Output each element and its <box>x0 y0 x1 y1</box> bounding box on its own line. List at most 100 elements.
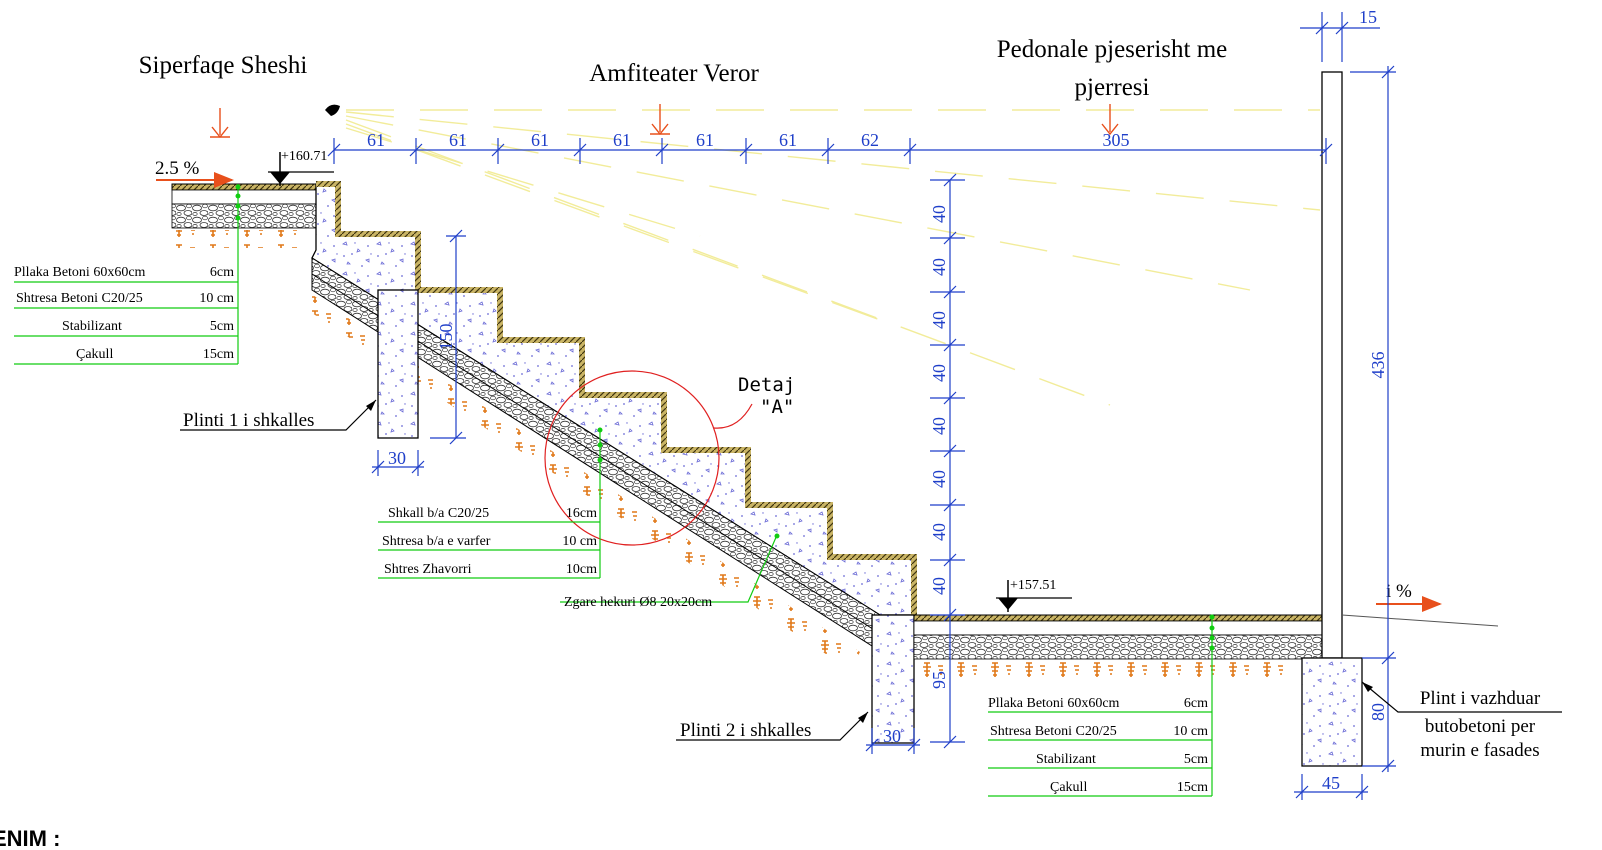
layer-top-value-2: 10 cm <box>199 291 234 306</box>
riser-label-4: 40 <box>929 364 949 382</box>
top-dimension-tick <box>1319 143 1333 157</box>
callout-wall-foundation: Plint i vazhduar butobetoni per murin e … <box>1361 681 1562 761</box>
wall-thickness-label: 15 <box>1359 7 1377 27</box>
riser-dimension-tick <box>943 444 957 458</box>
plinth-1 <box>377 289 419 439</box>
wall-thickness-tick <box>1315 21 1329 35</box>
dimension-lines <box>327 12 1396 800</box>
top-dimension-tick <box>739 143 753 157</box>
slope-right-label: i % <box>1386 581 1412 602</box>
width-label-5: 61 <box>696 130 714 150</box>
layer-bottom-value-1: 6cm <box>1184 696 1208 711</box>
wall-thickness-tick <box>1335 21 1349 35</box>
title-pedonale-line1: Pedonale pjeserisht me <box>997 36 1228 63</box>
wall-foundation-label-3: murin e fasades <box>1420 740 1539 761</box>
title-pedonale-line2: pjerresi <box>1075 74 1150 101</box>
layer-top-name-3: Stabilizant <box>62 319 122 334</box>
stair-slab <box>300 181 917 670</box>
slope-top-left: 2.5 % <box>155 158 234 188</box>
foundation-height-label: 80 <box>1368 703 1388 721</box>
width-label-3: 61 <box>531 130 549 150</box>
top-width-labels: 61 61 61 61 61 61 62 305 <box>367 130 1130 150</box>
width-label-7: 62 <box>861 130 879 150</box>
detail-a-letter: "A" <box>760 396 794 418</box>
foundation-width-tick <box>1355 785 1369 799</box>
width-label-8: 305 <box>1103 130 1130 150</box>
elevation-top: +160.71 <box>268 149 334 186</box>
plinth1-width-label: 30 <box>388 448 406 468</box>
riser-dimension-tick <box>943 553 957 567</box>
riser-label-1: 40 <box>929 205 949 223</box>
layer-bottom-name-4: Çakull <box>1050 780 1087 795</box>
plinth2-width-tick <box>907 738 921 752</box>
layers-table-top: Pllaka Betoni 60x60cm 6cm Shtresa Betoni… <box>14 265 234 362</box>
width-label-1: 61 <box>367 130 385 150</box>
callout-plinth1: Plinti 1 i shkalles <box>180 399 377 431</box>
riser-label-5: 40 <box>929 417 949 435</box>
plinth2-width-tick <box>865 738 879 752</box>
riser-label-3: 40 <box>929 311 949 329</box>
riser-dimension-tick <box>943 285 957 299</box>
foundation-width-tick <box>1295 785 1309 799</box>
width-label-6: 61 <box>779 130 797 150</box>
layer-bottom-name-3: Stabilizant <box>1036 752 1096 767</box>
layer-stair-value-2: 10 cm <box>562 534 597 549</box>
layers-table-stair: Shkall b/a C20/25 16cm Shtresa b/a e var… <box>382 506 712 610</box>
layer-bottom-value-3: 5cm <box>1184 752 1208 767</box>
callout-plinth2: Plinti 2 i shkalles <box>676 711 869 741</box>
wall-height-tick <box>1381 651 1395 665</box>
layer-top-value-3: 5cm <box>210 319 234 334</box>
top-dimension-tick <box>655 143 669 157</box>
plinth1-width-tick <box>411 460 425 474</box>
top-platform <box>171 183 317 248</box>
layer-stair-name-1: Shkall b/a C20/25 <box>388 506 489 521</box>
wall-height-label: 436 <box>1368 352 1388 379</box>
wall-foundation <box>1301 657 1363 767</box>
slope-right: i % <box>1376 581 1442 612</box>
elevation-top-label: +160.71 <box>281 149 327 164</box>
leader-dots <box>235 184 1215 651</box>
width-label-4: 61 <box>613 130 631 150</box>
wall-height-tick <box>1381 65 1395 79</box>
riser-dimension-tick <box>943 608 957 622</box>
riser-dimension-tick <box>943 498 957 512</box>
top-dimension-tick <box>491 143 505 157</box>
plinth2-label: Plinti 2 i shkalles <box>680 720 811 741</box>
wall-foundation-label-1: Plint i vazhduar <box>1420 688 1541 709</box>
top-dimension-tick <box>903 143 917 157</box>
wall-foundation-label-2: butobetoni per <box>1425 716 1536 737</box>
elevation-bottom: +157.51 <box>996 578 1072 612</box>
riser-dimension-tick <box>943 735 957 749</box>
layers-table-bottom: Pllaka Betoni 60x60cm 6cm Shtresa Betoni… <box>988 696 1208 795</box>
slope-top-left-label: 2.5 % <box>155 158 200 179</box>
riser-dimension-tick <box>943 173 957 187</box>
riser-label-8: 40 <box>929 577 949 595</box>
riser-dimension-tick <box>943 231 957 245</box>
eye-icon <box>325 104 340 116</box>
plinth1-label: Plinti 1 i shkalles <box>183 410 314 431</box>
facade-wall <box>1321 71 1343 659</box>
layer-stair-name-2: Shtresa b/a e varfer <box>382 534 491 549</box>
layer-stair-value-3: 10cm <box>566 562 597 577</box>
foundation-width-label: 45 <box>1322 773 1340 793</box>
riser-label-6: 40 <box>929 470 949 488</box>
footer-note: ENIM : <box>0 826 60 850</box>
wall-height-tick <box>1381 759 1395 773</box>
top-dimension-tick <box>821 143 835 157</box>
layer-bottom-name-2: Shtresa Betoni C20/25 <box>990 724 1117 739</box>
plinth1-depth-tick <box>449 229 463 243</box>
riser-label-2: 40 <box>929 258 949 276</box>
layer-top-value-4: 15cm <box>203 347 234 362</box>
light-rays <box>345 109 1321 406</box>
layer-bottom-value-4: 15cm <box>1177 780 1208 795</box>
width-label-2: 61 <box>449 130 467 150</box>
layer-top-name-4: Çakull <box>76 347 113 362</box>
layer-top-name-1: Pllaka Betoni 60x60cm <box>14 265 146 280</box>
elevation-bottom-label: +157.51 <box>1010 578 1056 593</box>
layer-top-name-2: Shtresa Betoni C20/25 <box>16 291 143 306</box>
plinth2-width-label: 30 <box>883 726 901 746</box>
layer-bottom-name-1: Pllaka Betoni 60x60cm <box>988 696 1120 711</box>
rebar-label: Zgare hekuri Ø8 20x20cm <box>564 595 712 610</box>
plinth-2 <box>871 614 915 744</box>
